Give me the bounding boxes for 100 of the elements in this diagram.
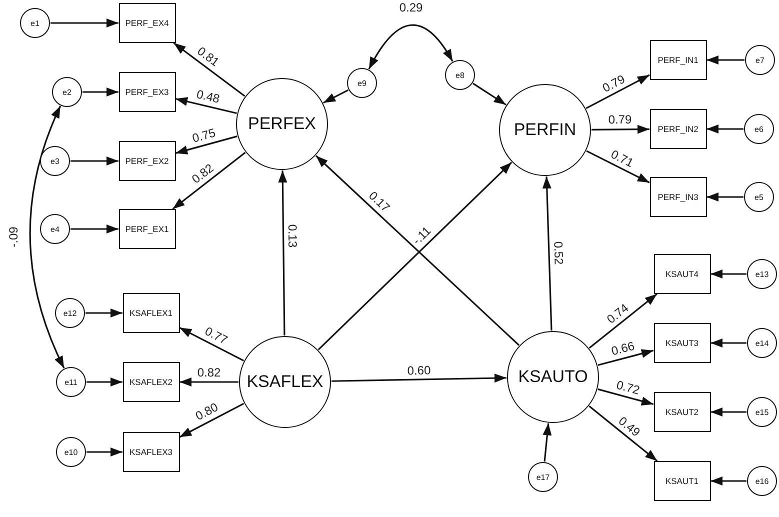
arrow — [586, 74, 650, 110]
indicator-box — [650, 109, 706, 149]
variable-label: e8 — [456, 70, 464, 80]
arrow — [706, 56, 744, 64]
error-term-circle — [747, 259, 777, 289]
arrow — [598, 388, 654, 406]
arrow — [586, 150, 650, 184]
variable-label: PERF_EX1 — [125, 224, 169, 234]
variable-label: PERF_EX3 — [125, 87, 169, 97]
arrow — [710, 476, 746, 486]
error-term-circle — [40, 214, 70, 244]
arrow — [588, 293, 658, 349]
indicator-box — [118, 209, 176, 249]
variable-label: e9 — [358, 78, 366, 88]
error-term-circle — [56, 437, 86, 467]
variable-label: KSAFLEX — [246, 372, 324, 392]
error-term-circle — [747, 397, 777, 427]
variable-label: PERFEX — [248, 114, 316, 134]
double-headed-arrow — [368, 24, 454, 70]
variable-label: e14 — [755, 338, 769, 348]
edge-label: 0.13 — [286, 224, 299, 250]
arrow — [86, 378, 122, 386]
error-term-circle — [445, 60, 475, 90]
arrow — [175, 97, 237, 114]
variable-label: KSAUT3 — [665, 338, 699, 348]
indicator-box — [654, 392, 710, 432]
arrow — [598, 349, 654, 366]
arrow — [82, 88, 118, 96]
variable-label: e16 — [755, 476, 769, 486]
indicator-box — [650, 40, 706, 80]
arrow — [472, 82, 506, 106]
variable-label: e3 — [50, 156, 60, 166]
arrow — [323, 89, 349, 104]
indicator-box — [122, 432, 180, 472]
indicator-box — [654, 323, 710, 363]
variable-label: KSAFLEX3 — [130, 447, 172, 457]
arrow — [179, 326, 244, 362]
double-headed-arrow — [29, 106, 65, 368]
indicator-box — [118, 3, 176, 43]
arrow — [175, 136, 238, 154]
arrow — [331, 374, 507, 383]
variable-label: PERFIN — [514, 120, 576, 140]
variable-label: e15 — [755, 408, 769, 416]
indicator-box — [118, 72, 176, 112]
arrow — [710, 408, 746, 416]
arrow — [542, 423, 552, 462]
arrow — [180, 378, 238, 386]
variable-label: e10 — [64, 448, 78, 456]
indicator-box — [118, 141, 176, 181]
error-term-circle — [52, 77, 82, 107]
arrow — [173, 42, 246, 97]
variable-label: e13 — [755, 270, 769, 278]
edge-label: 0.29 — [398, 2, 424, 14]
error-term-circle — [744, 182, 774, 212]
edge-label: -.09 — [8, 226, 20, 248]
variable-label: PERF_IN1 — [658, 55, 698, 65]
variable-label: e1 — [30, 18, 40, 28]
error-term-circle — [55, 298, 85, 328]
edge-label: 0.60 — [406, 364, 432, 378]
arrow — [179, 402, 244, 438]
variable-label: KSAUT2 — [665, 407, 699, 417]
variable-label: e6 — [754, 124, 764, 134]
arrow — [588, 406, 658, 462]
variable-label: KSAUT4 — [665, 269, 699, 279]
edge-label: 0.52 — [551, 240, 565, 266]
variable-label: e17 — [536, 472, 550, 482]
arrow — [172, 152, 246, 210]
arrow — [50, 18, 118, 28]
arrow — [710, 338, 746, 348]
variable-label: PERF_EX4 — [125, 18, 169, 28]
variable-label: PERF_EX2 — [125, 156, 169, 166]
arrow — [706, 124, 744, 134]
error-term-circle — [20, 8, 50, 38]
variable-label: e7 — [756, 56, 764, 64]
indicator-box — [122, 293, 180, 333]
variable-label: KSAUT1 — [665, 476, 699, 486]
edge-label: 0.82 — [196, 366, 222, 380]
variable-label: KSAFLEX2 — [130, 377, 172, 387]
arrow — [70, 156, 118, 166]
arrow — [542, 176, 552, 331]
error-term-circle — [745, 45, 775, 75]
error-term-circle — [747, 466, 777, 496]
variable-label: e2 — [62, 88, 72, 96]
variable-label: e12 — [63, 308, 77, 318]
error-term-circle — [40, 146, 70, 176]
indicator-box — [654, 461, 710, 501]
error-term-circle — [747, 328, 777, 358]
error-term-circle — [744, 114, 774, 144]
arrow — [592, 124, 650, 134]
variable-label: PERF_IN2 — [658, 124, 698, 134]
arrow — [278, 170, 288, 336]
indicator-box — [650, 177, 706, 217]
variable-label: e11 — [64, 378, 78, 386]
indicator-box — [122, 362, 180, 402]
arrow — [86, 448, 122, 456]
error-term-circle — [528, 462, 558, 492]
variable-label: KSAFLEX1 — [130, 308, 172, 318]
variable-label: e4 — [50, 224, 60, 234]
arrow — [86, 308, 122, 318]
arrow — [706, 192, 744, 202]
